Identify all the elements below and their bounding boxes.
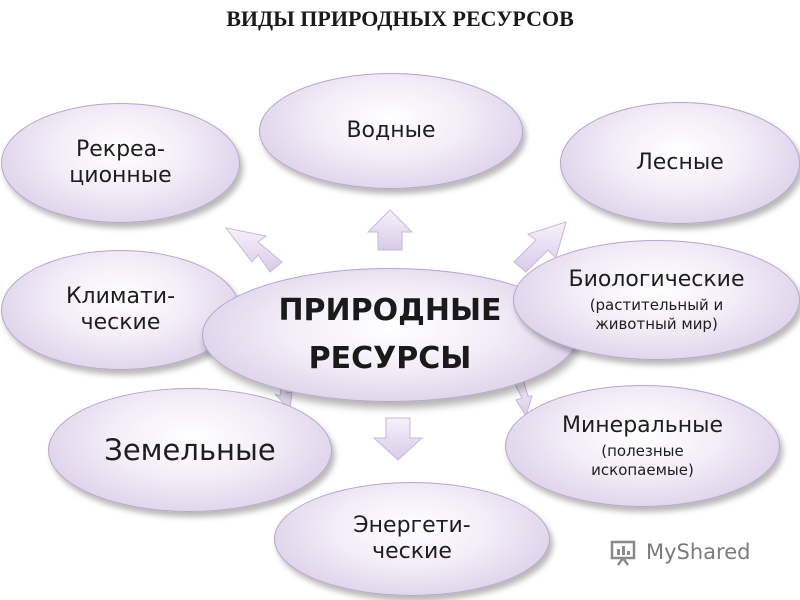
watermark-text: MyShared xyxy=(646,540,751,564)
center-line2: РЕСУРСЫ xyxy=(308,341,472,376)
node-klimaticheskie: Климати- ческие xyxy=(1,250,240,370)
arrow-to-energeticheskie xyxy=(372,417,424,461)
node-mineralnye: Минеральные (полезные ископаемые) xyxy=(505,385,780,507)
node-zemelnye: Земельные xyxy=(48,388,332,512)
node-energeticheskie: Энергети- ческие xyxy=(274,482,550,596)
arrow-to-rekreacionnye xyxy=(224,227,283,273)
node-biologicheskie-sub1: (растительный и xyxy=(589,295,724,314)
node-mineralnye-label: Минеральные xyxy=(562,412,723,438)
node-rekreacionnye-line1: Рекреа- xyxy=(75,136,165,162)
node-rekreacionnye: Рекреа- ционные xyxy=(1,103,240,223)
node-vodnye: Водные xyxy=(259,73,523,189)
center-line1: ПРИРОДНЫЕ xyxy=(278,293,502,328)
node-klimaticheskie-line1: Климати- xyxy=(65,283,176,309)
node-lesnye: Лесные xyxy=(560,102,800,224)
node-mineralnye-sub2: ископаемые) xyxy=(591,460,694,479)
node-zemelnye-label: Земельные xyxy=(104,432,276,467)
node-biologicheskie-label: Биологические xyxy=(568,266,745,292)
node-rekreacionnye-line2: ционные xyxy=(69,163,172,188)
node-lesnye-label: Лесные xyxy=(636,149,724,175)
node-biologicheskie-sub2: животный мир) xyxy=(595,314,718,333)
arrow-to-lesnye xyxy=(513,221,567,273)
node-energeticheskie-line1: Энергети- xyxy=(353,512,471,538)
arrow-to-vodnye xyxy=(366,209,414,251)
node-klimaticheskie-line2: ческие xyxy=(80,310,161,335)
node-mineralnye-sub1: (полезные xyxy=(601,441,684,460)
node-biologicheskie: Биологические (растительный и животный м… xyxy=(513,240,800,360)
diagram-title: ВИДЫ ПРИРОДНЫХ РЕСУРСОВ xyxy=(226,6,574,31)
node-energeticheskie-line2: ческие xyxy=(372,539,452,564)
node-vodnye-label: Водные xyxy=(346,117,436,143)
watermark-logo: MyShared xyxy=(610,538,750,566)
presentation-board-icon xyxy=(610,540,636,566)
